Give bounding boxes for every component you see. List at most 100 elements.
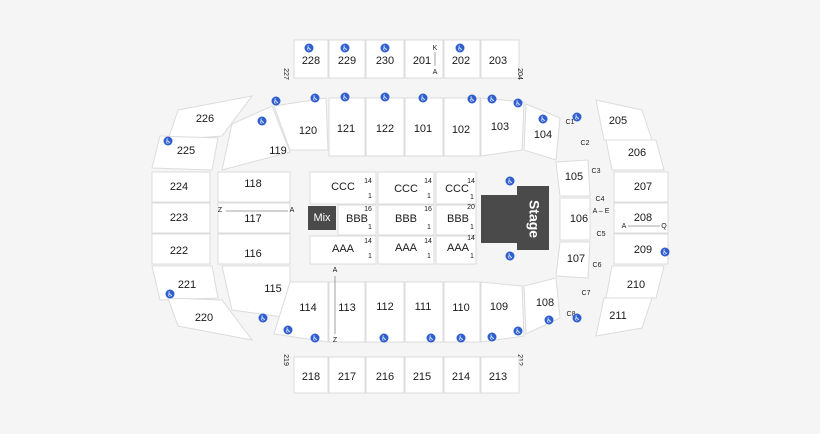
svg-text:♿: ♿ bbox=[469, 96, 475, 104]
section-108[interactable] bbox=[523, 277, 561, 335]
svg-text:♿: ♿ bbox=[489, 334, 495, 342]
section-204-label: 204 bbox=[516, 68, 523, 80]
wheelchair-icon: ♿ bbox=[310, 93, 320, 103]
upper-level-right: 205 206 207 208 209 210 211 bbox=[595, 99, 669, 337]
section-121[interactable] bbox=[328, 97, 366, 157]
section-109[interactable] bbox=[480, 281, 525, 343]
section-104[interactable] bbox=[523, 103, 561, 161]
section-206[interactable] bbox=[605, 139, 665, 171]
section-221[interactable] bbox=[151, 265, 219, 301]
svg-text:♿: ♿ bbox=[381, 335, 387, 343]
section-216[interactable] bbox=[365, 356, 405, 394]
svg-text:♿: ♿ bbox=[165, 138, 171, 146]
row-number: 1 bbox=[427, 224, 431, 231]
svg-text:♿: ♿ bbox=[260, 315, 266, 323]
floor-aaa-1[interactable] bbox=[309, 235, 377, 265]
section-119[interactable] bbox=[221, 105, 291, 171]
section-214[interactable] bbox=[443, 356, 481, 394]
svg-text:♿: ♿ bbox=[167, 291, 173, 299]
floor-bbb-1[interactable] bbox=[337, 204, 377, 236]
section-118[interactable] bbox=[217, 171, 291, 203]
row-marker-bottom-a: A bbox=[333, 267, 338, 274]
section-115[interactable] bbox=[221, 265, 291, 319]
section-222[interactable] bbox=[151, 233, 211, 265]
section-c7-label: C7 bbox=[582, 290, 591, 297]
floor-ccc-1[interactable] bbox=[309, 171, 377, 205]
section-205[interactable] bbox=[595, 99, 653, 141]
section-110[interactable] bbox=[443, 281, 481, 343]
section-107[interactable] bbox=[555, 241, 591, 279]
wheelchair-icon: ♿ bbox=[340, 92, 350, 102]
svg-text:♿: ♿ bbox=[507, 253, 513, 261]
wheelchair-icon: ♿ bbox=[426, 333, 436, 343]
floor-aaa-3[interactable] bbox=[435, 235, 477, 265]
svg-text:♿: ♿ bbox=[382, 94, 388, 102]
section-c6-label: C6 bbox=[593, 262, 602, 269]
section-203[interactable] bbox=[480, 39, 520, 79]
section-218[interactable] bbox=[293, 356, 329, 394]
section-213[interactable] bbox=[480, 356, 520, 394]
accessible-seating-icons: ♿♿♿♿♿♿♿♿♿♿♿♿♿♿♿♿♿♿♿♿♿♿♿♿♿♿♿♿♿♿ bbox=[163, 43, 670, 343]
svg-text:♿: ♿ bbox=[507, 178, 513, 186]
stage: Stage bbox=[481, 186, 549, 250]
section-224[interactable] bbox=[151, 171, 211, 203]
section-101[interactable] bbox=[404, 97, 444, 157]
svg-text:♿: ♿ bbox=[540, 116, 546, 124]
section-122[interactable] bbox=[365, 97, 405, 157]
svg-text:♿: ♿ bbox=[382, 45, 388, 53]
section-102[interactable] bbox=[443, 97, 481, 157]
wheelchair-icon: ♿ bbox=[283, 325, 293, 335]
wheelchair-icon: ♿ bbox=[258, 313, 268, 323]
row-number: 16 bbox=[424, 206, 432, 213]
section-217[interactable] bbox=[328, 356, 366, 394]
section-208[interactable] bbox=[613, 202, 669, 234]
floor-ccc-2[interactable] bbox=[377, 171, 435, 205]
section-211[interactable] bbox=[595, 297, 653, 337]
row-marker-c4-a-e: A – E bbox=[593, 208, 610, 215]
floor-bbb-3[interactable] bbox=[435, 204, 477, 236]
wheelchair-icon: ♿ bbox=[271, 96, 281, 106]
section-113[interactable] bbox=[328, 281, 366, 343]
section-116[interactable] bbox=[217, 233, 291, 265]
section-215[interactable] bbox=[404, 356, 444, 394]
lower-level-left: 119 118 117 116 115 Z A bbox=[217, 105, 295, 319]
row-marker-left-z: Z bbox=[218, 207, 223, 214]
section-120[interactable] bbox=[273, 97, 329, 151]
section-207[interactable] bbox=[613, 171, 669, 203]
wheelchair-icon: ♿ bbox=[379, 333, 389, 343]
svg-text:♿: ♿ bbox=[306, 45, 312, 53]
section-210[interactable] bbox=[605, 265, 665, 299]
section-111[interactable] bbox=[404, 281, 444, 343]
section-103[interactable] bbox=[480, 97, 525, 157]
section-226[interactable] bbox=[167, 95, 254, 141]
row-number: 1 bbox=[470, 253, 474, 260]
svg-text:♿: ♿ bbox=[273, 98, 279, 106]
section-212-label: 212 bbox=[516, 354, 523, 366]
section-201[interactable] bbox=[404, 39, 444, 79]
section-112[interactable] bbox=[365, 281, 405, 343]
wheelchair-icon: ♿ bbox=[380, 43, 390, 53]
wheelchair-icon: ♿ bbox=[380, 92, 390, 102]
wheelchair-icon: ♿ bbox=[513, 98, 523, 108]
wheelchair-icon: ♿ bbox=[304, 43, 314, 53]
floor-bbb-2[interactable] bbox=[377, 204, 435, 236]
wheelchair-icon: ♿ bbox=[487, 332, 497, 342]
svg-text:♿: ♿ bbox=[662, 249, 668, 257]
section-220[interactable] bbox=[167, 297, 254, 341]
section-225[interactable] bbox=[151, 135, 219, 171]
wheelchair-icon: ♿ bbox=[455, 43, 465, 53]
svg-text:♿: ♿ bbox=[420, 95, 426, 103]
section-209[interactable] bbox=[613, 233, 669, 265]
section-223[interactable] bbox=[151, 202, 211, 234]
stage-main bbox=[517, 186, 549, 250]
c-sections: C1 C2 C3 C4 C5 C6 C7 C8 A – E A Q bbox=[566, 119, 668, 318]
floor-aaa-2[interactable] bbox=[377, 235, 435, 265]
section-105[interactable] bbox=[555, 159, 591, 197]
section-117[interactable] bbox=[217, 202, 291, 234]
row-marker-right-q: Q bbox=[661, 223, 667, 230]
floor-ccc-3[interactable] bbox=[435, 171, 477, 205]
wheelchair-icon: ♿ bbox=[418, 93, 428, 103]
section-106[interactable] bbox=[559, 197, 591, 241]
row-number: 14 bbox=[364, 238, 372, 245]
